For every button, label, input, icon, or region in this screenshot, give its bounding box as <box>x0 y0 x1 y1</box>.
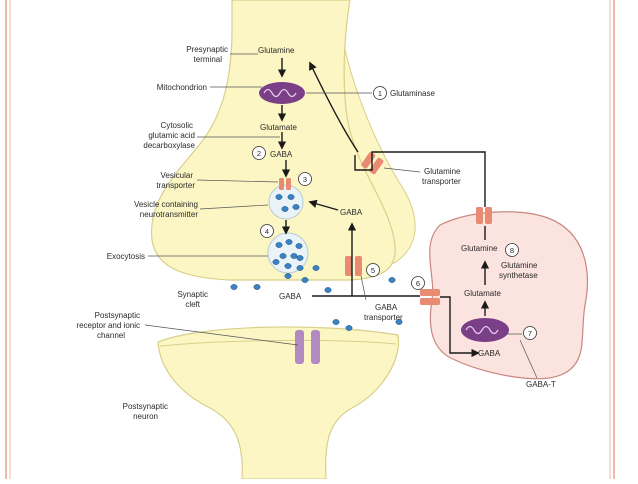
page-border-left <box>5 0 11 479</box>
mitochondrion-presynaptic <box>259 82 305 104</box>
pathway-arrows <box>277 58 490 358</box>
label-postsynaptic-neuron-1: Postsynaptic <box>123 402 168 411</box>
gaba-molecule-dot <box>296 255 304 261</box>
leader-lines <box>144 53 538 379</box>
gaba-transporter-glia <box>420 289 440 305</box>
label-presynaptic-terminal-2: terminal <box>194 55 223 64</box>
gaba-molecule-dot <box>281 206 289 212</box>
postsynaptic-neuron <box>157 326 400 480</box>
postsynaptic-membrane-line <box>159 339 397 347</box>
label-synaptic-cleft-1: Synaptic <box>177 290 208 299</box>
label-glutamine-transporter-2: transporter <box>422 177 461 186</box>
step-numbers: 1 2 3 4 5 6 7 8 <box>257 89 532 338</box>
label-postsynaptic-receptor-2: receptor and ionic <box>76 321 140 330</box>
label-presynaptic-terminal-1: Presynaptic <box>186 45 228 54</box>
label-mitochondrion: Mitochondrion <box>157 83 207 92</box>
step-circles <box>252 86 537 340</box>
gaba-molecule-dot <box>230 284 238 290</box>
label-gaba-t: GABA-T <box>526 380 556 389</box>
gaba-molecule-dot <box>275 242 283 248</box>
gaba-molecule-dot <box>295 243 303 249</box>
label-gaba-mid: GABA <box>340 208 363 217</box>
step-1: 1 <box>378 89 382 98</box>
gaba-molecule-dot <box>279 253 287 259</box>
gaba-molecule-dot <box>275 194 283 200</box>
gaba-molecule-dot <box>284 263 292 269</box>
postsynaptic-receptor-channel <box>295 330 320 364</box>
gaba-molecule-dot <box>285 239 293 245</box>
label-cytosolic-3: decarboxylase <box>143 141 195 150</box>
label-cytosolic-2: glutamic acid <box>148 131 195 140</box>
step-3: 3 <box>303 175 307 184</box>
gaba-molecule-dot <box>345 325 353 331</box>
gaba-molecule-dot <box>284 273 292 279</box>
label-vesicle-nt-1: Vesicle containing <box>134 200 198 209</box>
glutamine-transporter-glia <box>476 207 492 224</box>
label-vesicular-2: transporter <box>156 181 195 190</box>
gaba-molecule-dot <box>296 265 304 271</box>
label-glutamine-transporter-1: Glutamine <box>424 167 461 176</box>
label-postsynaptic-receptor-3: channel <box>97 331 125 340</box>
gaba-molecule-dot <box>287 194 295 200</box>
step-4: 4 <box>265 227 269 236</box>
gaba-molecule-dot <box>292 204 300 210</box>
mitochondrion-glia <box>461 318 509 342</box>
label-vesicular-1: Vesicular <box>161 171 194 180</box>
label-cytosolic-1: Cytosolic <box>161 121 193 130</box>
label-gaba-cleft: GABA <box>279 292 302 301</box>
label-glutamate-top: Glutamate <box>260 123 297 132</box>
gaba-molecule-dot <box>388 277 396 283</box>
step-2: 2 <box>257 149 261 158</box>
gaba-molecule-dot <box>332 319 340 325</box>
label-gaba-transporter-2: transporter <box>364 313 403 322</box>
gaba-molecule-dot <box>253 284 261 290</box>
gaba-molecule-dot <box>301 277 309 283</box>
gaba-transporter-presynaptic <box>345 256 362 276</box>
step-5: 5 <box>371 266 375 275</box>
label-glutamine-synthetase-2: synthetase <box>499 271 538 280</box>
label-glutamate-glia: Glutamate <box>464 289 501 298</box>
label-glutaminase: Glutaminase <box>390 89 435 98</box>
step-8: 8 <box>510 246 514 255</box>
gaba-molecule-dot <box>272 259 280 265</box>
page-border-right <box>609 0 615 479</box>
gaba-molecule-dot <box>395 319 403 325</box>
neurotransmitter-dots <box>230 194 403 331</box>
label-exocytosis: Exocytosis <box>107 252 145 261</box>
label-glutamine-glia: Glutamine <box>461 244 498 253</box>
gaba-molecule-dot <box>324 287 332 293</box>
label-gaba-step2: GABA <box>270 150 293 159</box>
vesicular-transporter <box>279 178 291 190</box>
label-glutamine-synthetase-1: Glutamine <box>501 261 538 270</box>
label-vesicle-nt-2: neurotransmitter <box>140 210 199 219</box>
label-gaba-transporter-1: GABA <box>375 303 398 312</box>
label-gaba-glia: GABA <box>478 349 501 358</box>
label-postsynaptic-neuron-2: neuron <box>133 412 158 421</box>
gaba-molecule-dot <box>312 265 320 271</box>
label-synaptic-cleft-2: cleft <box>185 300 200 309</box>
label-glutamine-top: Glutamine <box>258 46 295 55</box>
gaba-molecule-dot <box>290 253 298 259</box>
presynaptic-terminal <box>150 0 396 281</box>
step-6: 6 <box>416 279 420 288</box>
label-postsynaptic-receptor-1: Postsynaptic <box>95 311 140 320</box>
vesicle-loading <box>268 184 304 220</box>
step-7: 7 <box>528 329 532 338</box>
